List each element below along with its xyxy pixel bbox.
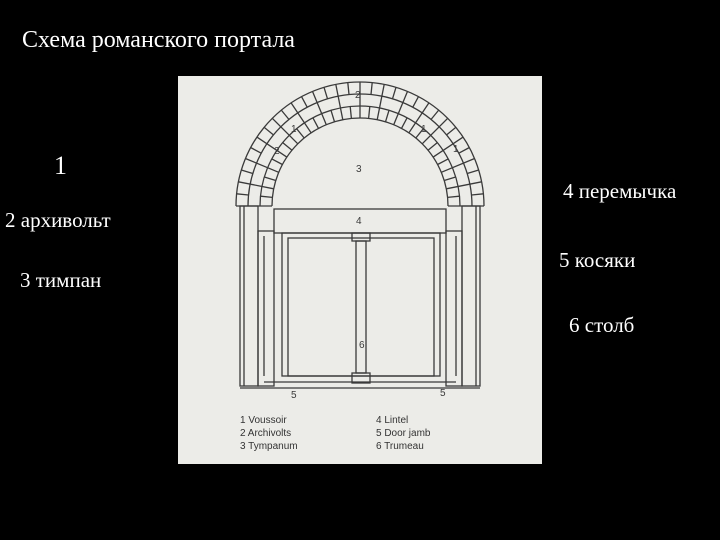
voussoir-joint <box>256 136 288 158</box>
portal-diagram: 2 1 1 2 1 3 4 6 5 5 1 Voussoir 4 Lintel … <box>178 76 542 464</box>
voussoir-joint <box>400 117 408 129</box>
voussoir-joint <box>335 84 344 120</box>
voussoir-joint <box>238 181 274 190</box>
voussoir-joint <box>408 102 430 134</box>
voussoir-joint <box>290 102 312 134</box>
voussoir-joint <box>446 126 457 136</box>
marker-voussoir-right: 1 <box>421 124 427 135</box>
voussoir-joint <box>264 176 276 182</box>
left-outer-pilaster <box>239 205 259 387</box>
marker-trumeau: 6 <box>359 340 365 351</box>
voussoir-joint <box>280 109 290 120</box>
voussoir-joint <box>260 195 273 199</box>
voussoir-joint <box>241 169 253 175</box>
right-door-jamb <box>445 230 463 387</box>
key-item: 3 Tympanum <box>240 441 298 452</box>
voussoir-joint <box>430 109 440 120</box>
label-trumeau: 6 столб <box>569 313 635 337</box>
voussoir-joint <box>367 106 371 119</box>
voussoir-joint <box>437 158 449 166</box>
voussoir-joint <box>427 142 438 151</box>
portal-drawing: 2 1 1 2 1 3 4 6 5 5 <box>235 81 485 401</box>
voussoir-joint <box>349 106 353 119</box>
marker-jamb-right: 5 <box>440 388 446 399</box>
trumeau-capital <box>351 232 371 242</box>
right-outer-pilaster <box>461 205 481 387</box>
voussoir-joint <box>271 117 299 145</box>
voussoir-joint <box>296 128 305 139</box>
voussoir-joint <box>330 110 336 122</box>
voussoir-joint <box>236 193 249 196</box>
label-voussoir-number: 1 <box>54 151 67 180</box>
marker-tympanum: 3 <box>356 164 362 175</box>
voussoir-joint <box>458 146 470 154</box>
marker-voussoir-far-right: 1 <box>453 144 459 155</box>
key-item: 6 Trumeau <box>376 441 424 452</box>
voussoir-joint <box>311 91 327 125</box>
voussoir-joint <box>312 117 320 129</box>
figure-markers: 2 1 1 2 1 3 4 6 5 5 <box>274 90 459 401</box>
marker-archivolt: 2 <box>355 90 361 101</box>
voussoir-joint <box>370 82 373 95</box>
voussoir-joint <box>471 193 484 196</box>
marker-lintel: 4 <box>356 216 362 227</box>
archivolt-arch <box>235 81 485 207</box>
voussoir-joint <box>347 82 350 95</box>
key-item: 5 Door jamb <box>376 428 431 439</box>
voussoir-joint <box>447 195 460 199</box>
voussoir-joint <box>412 96 420 108</box>
voussoir-joint <box>263 126 274 136</box>
voussoir-joint <box>323 87 329 99</box>
marker-archivolt-left: 2 <box>274 146 280 157</box>
marker-jamb-left: 5 <box>291 390 297 401</box>
label-lintel: 4 перемычка <box>563 179 677 203</box>
voussoir-joint <box>441 157 475 173</box>
voussoir-joint <box>271 158 283 166</box>
voussoir-joint <box>432 136 464 158</box>
voussoir-joint <box>391 87 397 99</box>
key-item: 4 Lintel <box>376 415 409 426</box>
voussoir-joint <box>300 96 308 108</box>
voussoir-joint <box>446 181 482 190</box>
voussoir-joint <box>282 142 293 151</box>
label-archivolt: 2 архивольт <box>5 208 111 232</box>
voussoir-joint <box>467 169 479 175</box>
voussoir-joint <box>415 128 424 139</box>
label-tympanum: 3 тимпан <box>20 268 102 292</box>
portal-structure <box>239 205 481 389</box>
left-door-jamb <box>257 230 275 387</box>
trumeau-shaft <box>355 240 367 374</box>
voussoir-joint <box>444 176 456 182</box>
arch-ring-1 <box>259 105 461 207</box>
voussoir-joint <box>245 157 279 173</box>
door-opening <box>281 232 441 377</box>
voussoir-joint <box>384 110 390 122</box>
key-item: 2 Archivolts <box>240 428 292 439</box>
trumeau-base <box>351 372 371 384</box>
label-door-jambs: 5 косяки <box>559 248 636 272</box>
slide-title: Схема романского портала <box>22 27 295 53</box>
key-item: 1 Voussoir <box>240 415 287 426</box>
voussoir-joint <box>250 146 262 154</box>
marker-voussoir-left: 1 <box>291 124 297 135</box>
voussoir-joint <box>421 117 449 145</box>
voussoir-joint <box>393 91 409 125</box>
voussoir-joint <box>376 84 385 120</box>
